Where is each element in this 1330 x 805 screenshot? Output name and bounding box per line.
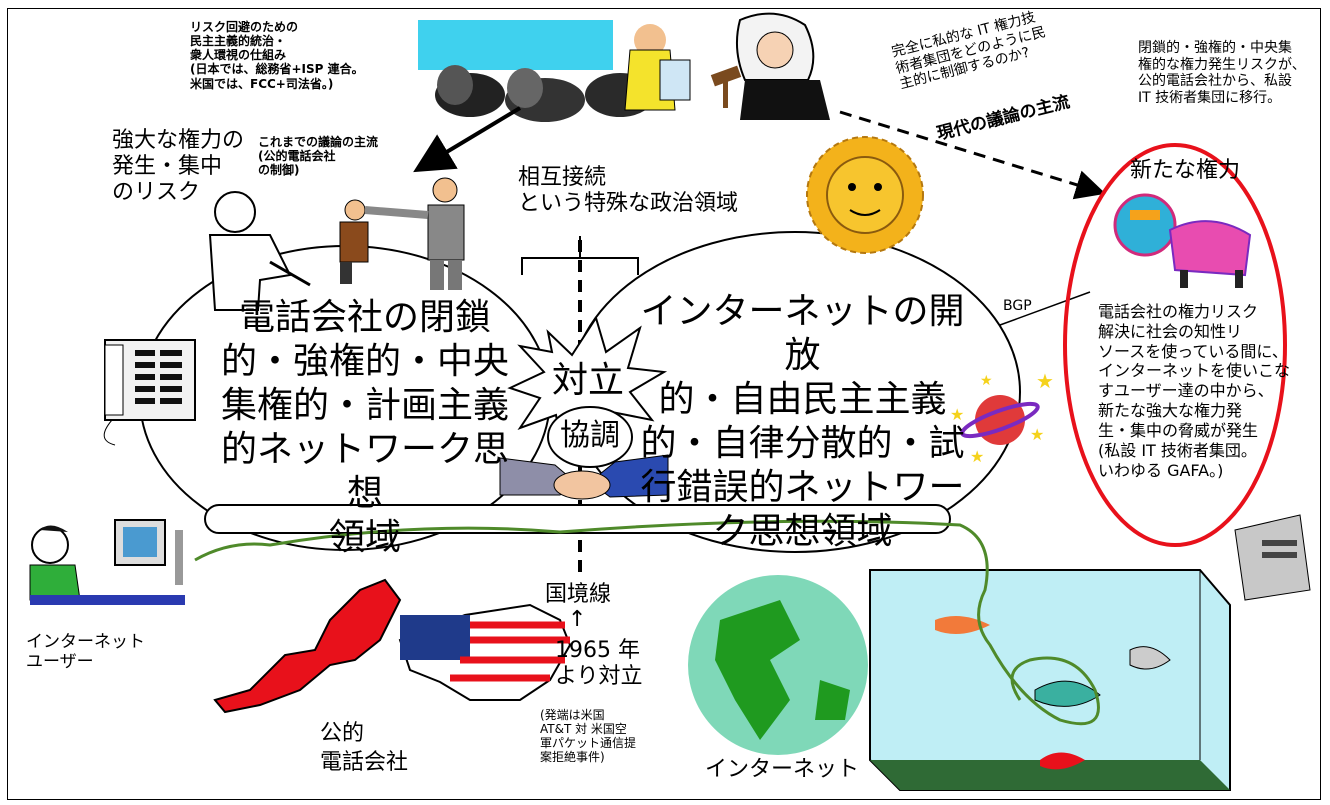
handshake-icon: [499, 454, 669, 500]
svg-text:★: ★: [980, 373, 993, 389]
origin-note: (発端は米国 AT&T 対 米国空 軍パケット通信提 案拒絶事件): [540, 708, 637, 765]
power-shift-note: 閉鎖的・強権的・中央集 権的な権力発生リスクが、 公的電話会社から、私設 IT …: [1138, 40, 1306, 106]
border-arrow: ↑: [568, 607, 587, 632]
telco-realm-label: 電話会社の閉鎖 的・強権的・中央 集権的・計画主義 的ネットワーク思想 領域: [220, 297, 509, 558]
cooperation-oval: [547, 406, 633, 468]
new-power-ring: [1063, 143, 1287, 547]
bgp-label: BGP: [1003, 298, 1032, 314]
svg-text:★: ★: [1036, 369, 1054, 393]
cooperation-label: 協調: [560, 418, 620, 453]
public-telco-label: 公的 電話会社: [320, 721, 409, 775]
globe-icon: [688, 575, 868, 755]
internet-label: インターネット: [705, 757, 860, 782]
mainstream-past-label: これまでの議論の主流 (公的電話会社 の制御): [258, 135, 379, 178]
power-risk-label: 強大な権力の 発生・集中 のリスク: [112, 128, 245, 205]
interconnection-label: 相互接続 という特殊な政治領域: [518, 165, 739, 216]
boss-icon: [208, 191, 311, 311]
lion-dance-icon: [1113, 193, 1252, 288]
new-power-title: 新たな権力: [1130, 158, 1241, 183]
svg-text:★: ★: [950, 405, 964, 424]
outer-frame: [7, 8, 1321, 800]
conflict-label: 対立: [552, 360, 625, 401]
internet-realm-label: インターネットの開放 的・自由民主主義 的・自律分散的・試 行錯誤的ネットワー …: [640, 291, 965, 552]
planet-icon: ★ ★ ★ ★ ★: [950, 369, 1054, 466]
since-1965-label: 1965 年 より対立: [555, 638, 643, 689]
svg-text:★: ★: [1030, 425, 1044, 444]
server-icon: [1234, 514, 1311, 601]
new-power-detail: 電話会社の権力リスク 解決に社会の知性リ ソースを使っている間に、 インターネッ…: [1098, 302, 1291, 480]
aquarium-icon: [869, 569, 1231, 791]
pipe: [204, 504, 951, 534]
connection-line: [194, 519, 1100, 726]
japan-map-icon: [213, 578, 402, 714]
computer-user-icon: [29, 519, 185, 605]
usa-flag-map-icon: [398, 603, 572, 701]
judge-icon: [710, 12, 830, 120]
risk-avoidance-note: リスク回避のための 民主主義的統治・ 衆人環視の仕組み (日本では、総務省+IS…: [190, 20, 364, 91]
internet-user-label: インターネット ユーザー: [26, 632, 145, 673]
svg-text:★: ★: [970, 447, 984, 466]
telephone-icon: [103, 339, 196, 446]
meeting-icon: [418, 20, 691, 122]
businessmen-icon: [339, 177, 465, 290]
sun-icon: [806, 136, 924, 254]
border-label: 国境線: [545, 582, 612, 607]
